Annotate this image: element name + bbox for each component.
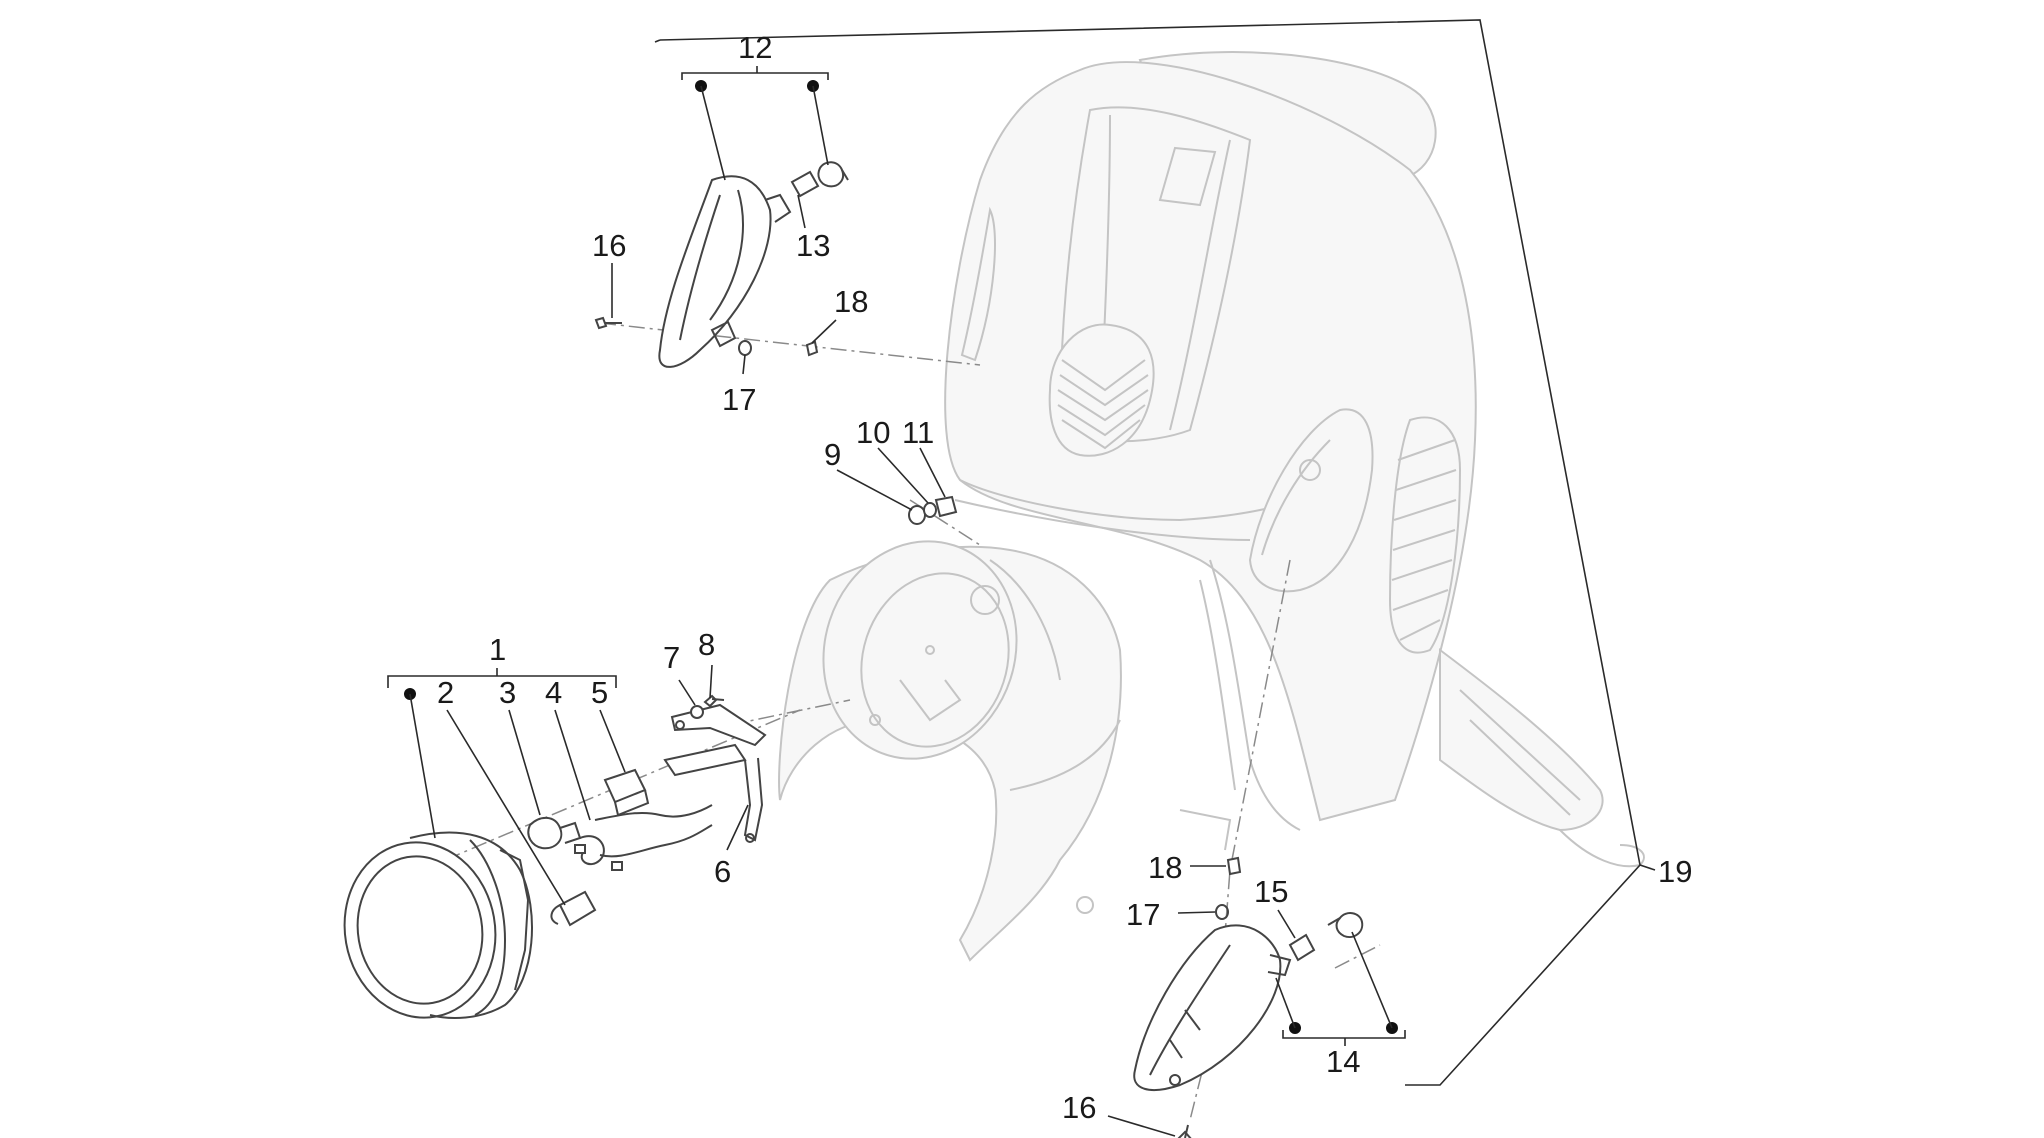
callout-7: 7 bbox=[663, 640, 680, 675]
headlight-assembly bbox=[343, 768, 713, 1019]
upper-turn-signal bbox=[594, 161, 849, 368]
callout-1: 1 bbox=[489, 632, 506, 667]
callout-8: 8 bbox=[698, 627, 715, 662]
callout-18-lower: 18 bbox=[1148, 850, 1182, 885]
callout-labels: 12 13 16 18 17 9 10 11 1 2 3 4 5 7 8 6 1… bbox=[437, 30, 1692, 1125]
callout-17-upper: 17 bbox=[722, 382, 756, 417]
callout-6: 6 bbox=[714, 854, 731, 889]
callout-18-upper: 18 bbox=[834, 284, 868, 319]
callout-14: 14 bbox=[1326, 1044, 1360, 1079]
callout-2: 2 bbox=[437, 675, 454, 710]
scooter-front-body bbox=[778, 51, 1645, 962]
callout-19: 19 bbox=[1658, 854, 1692, 889]
callout-17-lower: 17 bbox=[1126, 897, 1160, 932]
callout-15: 15 bbox=[1254, 874, 1288, 909]
headlight-housing bbox=[822, 540, 1018, 760]
horn-grille bbox=[1048, 323, 1155, 457]
callout-5: 5 bbox=[591, 675, 608, 710]
callout-12: 12 bbox=[738, 30, 772, 65]
headlight-bracket bbox=[663, 694, 767, 843]
callout-4: 4 bbox=[545, 675, 562, 710]
callout-3: 3 bbox=[499, 675, 516, 710]
callout-9: 9 bbox=[824, 437, 841, 472]
washer-stack bbox=[908, 495, 958, 525]
lower-turn-signal bbox=[1133, 856, 1364, 1138]
callout-16-upper: 16 bbox=[592, 228, 626, 263]
callout-13: 13 bbox=[796, 228, 830, 263]
side-grille bbox=[1388, 416, 1462, 654]
callout-10: 10 bbox=[856, 415, 890, 450]
callout-11: 11 bbox=[902, 415, 934, 450]
callout-16-lower: 16 bbox=[1062, 1090, 1096, 1125]
callout-leaders bbox=[387, 66, 1656, 1137]
